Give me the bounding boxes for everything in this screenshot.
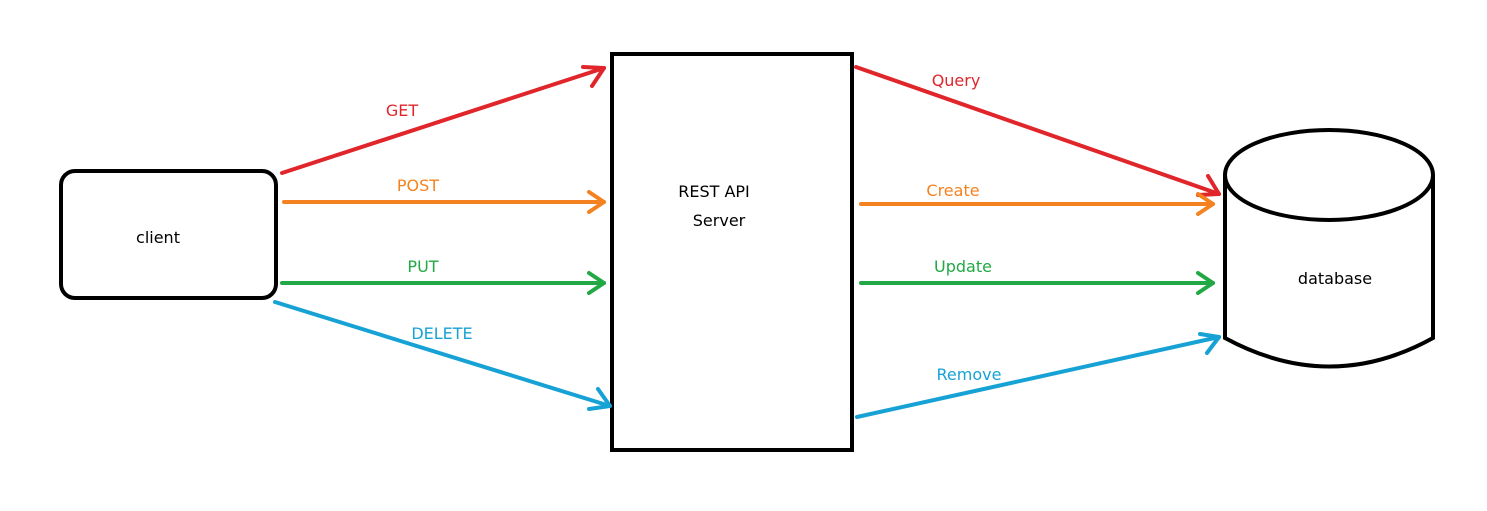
database-node: database — [1223, 128, 1435, 369]
client-label: client — [136, 228, 180, 247]
edge-label-update: Update — [934, 257, 992, 276]
client-node: client — [59, 169, 278, 300]
client-box — [59, 169, 278, 300]
database-body — [1223, 175, 1435, 369]
edge-label-create: Create — [926, 181, 979, 200]
server-label-line2: Server — [693, 211, 746, 230]
edge-line — [280, 66, 606, 175]
arrowhead — [587, 387, 612, 411]
edge-label-query: Query — [932, 71, 981, 90]
arrowhead — [1196, 174, 1221, 197]
edge-create: Create — [859, 181, 1215, 216]
edge-update: Update — [859, 257, 1215, 295]
edge-line — [854, 65, 1221, 196]
edge-query: Query — [854, 65, 1221, 197]
arrowhead — [581, 65, 606, 88]
arrowhead — [1198, 332, 1221, 355]
edge-line — [855, 335, 1221, 419]
database-top — [1223, 128, 1435, 222]
edge-get: GET — [280, 65, 606, 175]
arrowhead — [587, 190, 606, 214]
edge-label-remove: Remove — [937, 365, 1002, 384]
arrowhead — [1196, 192, 1215, 216]
server-node: REST API Server — [610, 52, 854, 452]
edge-label-get: GET — [386, 101, 419, 120]
edge-remove: Remove — [855, 332, 1221, 419]
edge-put: PUT — [280, 257, 606, 295]
arrowhead — [587, 271, 606, 295]
edge-label-delete: DELETE — [411, 324, 472, 343]
server-label-line1: REST API — [678, 182, 750, 201]
edge-line — [273, 300, 612, 408]
edge-post: POST — [282, 176, 606, 214]
edge-delete: DELETE — [273, 300, 612, 411]
edge-label-post: POST — [397, 176, 439, 195]
arrowhead — [1196, 271, 1215, 295]
server-box — [610, 52, 854, 452]
database-label: database — [1298, 269, 1372, 288]
edge-label-put: PUT — [407, 257, 438, 276]
